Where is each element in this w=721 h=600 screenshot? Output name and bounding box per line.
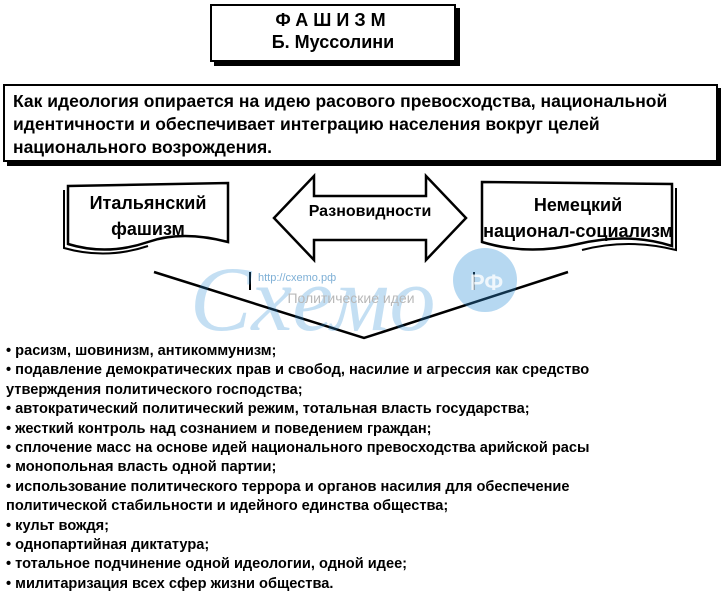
list-item: • подавление демократических прав и своб… — [6, 362, 590, 379]
list-item: • тотальное подчинение одной идеологии, … — [6, 556, 408, 573]
varieties-label: Разновидности — [308, 203, 432, 220]
list-item: • использование политического террора и … — [6, 478, 570, 495]
double-arrow — [272, 172, 468, 264]
list-item: политической стабильности и идейного еди… — [6, 498, 449, 515]
banner-shape — [480, 180, 677, 252]
list-item: утверждения политического господства; — [6, 381, 303, 398]
ideas-list: • расизм, шовинизм, антикоммунизм; • под… — [6, 342, 718, 594]
list-item: • милитаризация всех сфер жизни общества… — [6, 575, 334, 592]
banner-left-line2: фашизм — [111, 219, 185, 239]
list-item: • однопартийная диктатура; — [6, 537, 210, 554]
banner-right-line1: Немецкий — [533, 195, 623, 215]
down-arrow — [153, 270, 569, 340]
definition-box: Как идеология опирается на идею расового… — [3, 84, 718, 162]
list-item: • культ вождя; — [6, 517, 110, 534]
banner-left-line1: Итальянский — [89, 193, 207, 213]
list-item: • автократический политический режим, то… — [6, 401, 530, 418]
title-box: ФАШИЗМ Б. Муссолини — [210, 4, 456, 62]
political-ideas-label: Политические идеи — [287, 290, 415, 306]
diagram-title: ФАШИЗМ — [275, 10, 391, 30]
list-item: • расизм, шовинизм, антикоммунизм; — [6, 343, 277, 359]
watermark-url: http://cxemo.рф — [258, 272, 337, 284]
banner-german-national-socialism: Немецкий национал-социализм — [478, 180, 678, 258]
banner-italian-fascism: Итальянский фашизм — [62, 180, 234, 258]
banner-shape — [63, 181, 230, 255]
list-item: • жесткий контроль над сознанием и повед… — [6, 420, 432, 437]
list-item: • сплочение масс на основе идей национал… — [6, 440, 590, 457]
diagram-subtitle: Б. Муссолини — [271, 32, 395, 52]
definition-text: Как идеология опирается на идею расового… — [13, 91, 668, 157]
banner-right-line2: национал-социализм — [483, 221, 673, 241]
list-item: • монопольная власть одной партии; — [6, 459, 277, 476]
